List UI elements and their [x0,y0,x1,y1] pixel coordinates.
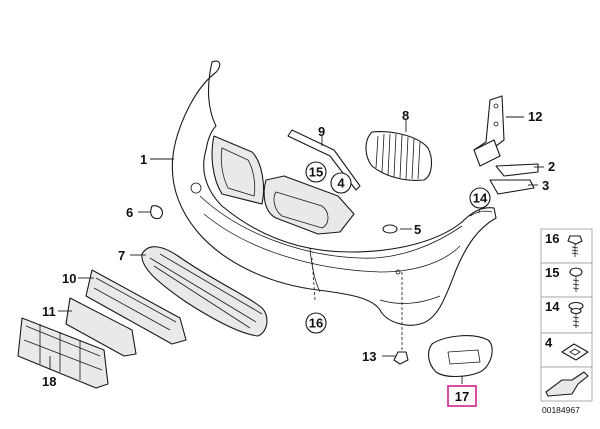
callout-6: 6 [126,205,133,220]
callout-3: 3 [542,178,549,193]
screw-icon [569,267,583,292]
license-plate-base[interactable] [85,269,187,345]
callout-17: 17 [455,389,469,404]
lower-grille[interactable] [141,246,268,337]
callout-5: 5 [414,222,421,237]
legend-label-15: 15 [545,265,559,280]
screw-icon [567,235,583,257]
callout-18: 18 [42,374,56,389]
highlighted-callout-17[interactable]: 17 [447,385,477,407]
callout-2: 2 [548,159,555,174]
screw-washer-icon [568,301,584,328]
fastener-legend: 16 15 14 4 0018496 [540,228,593,415]
tow-hook-cover[interactable] [150,205,163,220]
callout-4-circle: 4 [337,176,345,191]
callout-12: 12 [528,109,542,124]
side-bracket-3[interactable] [489,179,535,195]
callout-15-circle: 15 [309,165,323,180]
callout-7: 7 [118,248,125,263]
doc-number: 00184967 [542,405,580,415]
callout-labels: 1 2 3 5 6 7 8 9 10 11 12 13 18 [42,108,555,389]
callout-9: 9 [318,124,325,139]
callout-13: 13 [362,349,376,364]
callout-10: 10 [62,271,76,286]
callout-1: 1 [140,152,147,167]
grille-surround[interactable] [211,135,355,235]
callout-8: 8 [402,108,409,123]
legend-label-4: 4 [545,335,553,350]
license-plate-bracket[interactable] [65,297,137,357]
circled-callouts: 15 4 14 16 [305,161,491,334]
side-bracket-2[interactable] [495,163,539,177]
legend-label-14: 14 [545,299,560,314]
mounting-bracket[interactable] [473,95,505,167]
fog-light-cover[interactable] [427,335,493,378]
callout-11: 11 [42,304,56,319]
carrier[interactable] [17,317,109,389]
callout-14-circle: 14 [473,191,488,206]
clip-nut-icon [561,343,589,361]
leader-lines [49,116,544,384]
trim-strip[interactable] [287,129,361,191]
bumper-cover[interactable] [171,60,497,326]
legend-label-16: 16 [545,231,559,246]
kidney-grille[interactable] [365,131,433,181]
callout-16-circle: 16 [309,316,323,331]
nut[interactable] [393,351,409,365]
arrow-icon [545,371,589,397]
cap-5[interactable] [382,224,398,234]
